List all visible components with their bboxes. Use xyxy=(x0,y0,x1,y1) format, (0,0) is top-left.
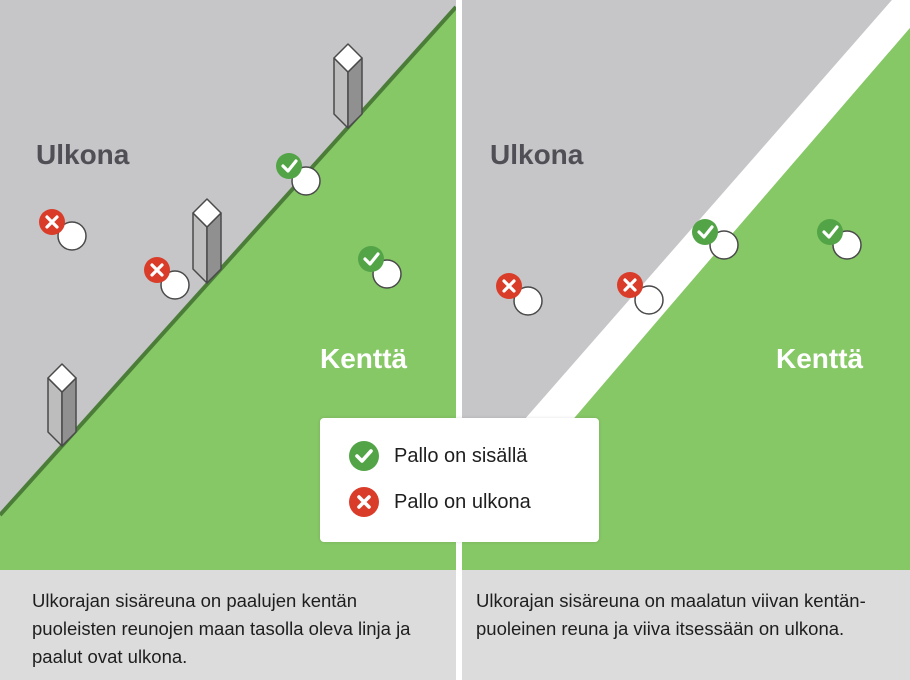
legend-row-inside: Pallo on sisällä xyxy=(348,440,527,472)
golf-ball-in xyxy=(276,153,321,196)
right-panel: Ulkona Kenttä Ulkorajan sisäreuna on maa… xyxy=(462,0,910,680)
outside-label: Ulkona xyxy=(36,139,130,170)
legend-inside-label: Pallo on sisällä xyxy=(394,444,528,467)
golf-ball-in xyxy=(817,219,862,260)
course-label: Kenttä xyxy=(776,343,864,374)
painted-white-line xyxy=(524,0,910,445)
golf-ball-out xyxy=(496,273,543,316)
golf-ball-in xyxy=(358,246,402,289)
legend-row-outside: Pallo on ulkona xyxy=(348,486,531,518)
boundary-stake xyxy=(47,363,77,447)
right-caption: Ulkorajan sisäreuna on maalatun viivan k… xyxy=(462,570,910,680)
legend: Pallo on sisällä Pallo on ulkona xyxy=(320,418,599,542)
golf-ball-out xyxy=(144,257,190,300)
left-panel: Ulkona Kenttä Ulkorajan sisäreuna on paa… xyxy=(0,0,456,680)
left-caption: Ulkorajan sisäreuna on paalujen kentän p… xyxy=(0,570,456,680)
check-icon xyxy=(349,441,379,471)
boundary-stake xyxy=(333,43,363,129)
golf-ball-out xyxy=(39,209,87,251)
boundary-stake xyxy=(192,198,222,284)
course-label: Kenttä xyxy=(320,343,408,374)
legend-outside-label: Pallo on ulkona xyxy=(394,490,531,513)
cross-icon xyxy=(349,487,379,517)
outside-label: Ulkona xyxy=(490,139,584,170)
golf-ball-out xyxy=(617,272,664,315)
golf-ball-in xyxy=(692,219,739,260)
